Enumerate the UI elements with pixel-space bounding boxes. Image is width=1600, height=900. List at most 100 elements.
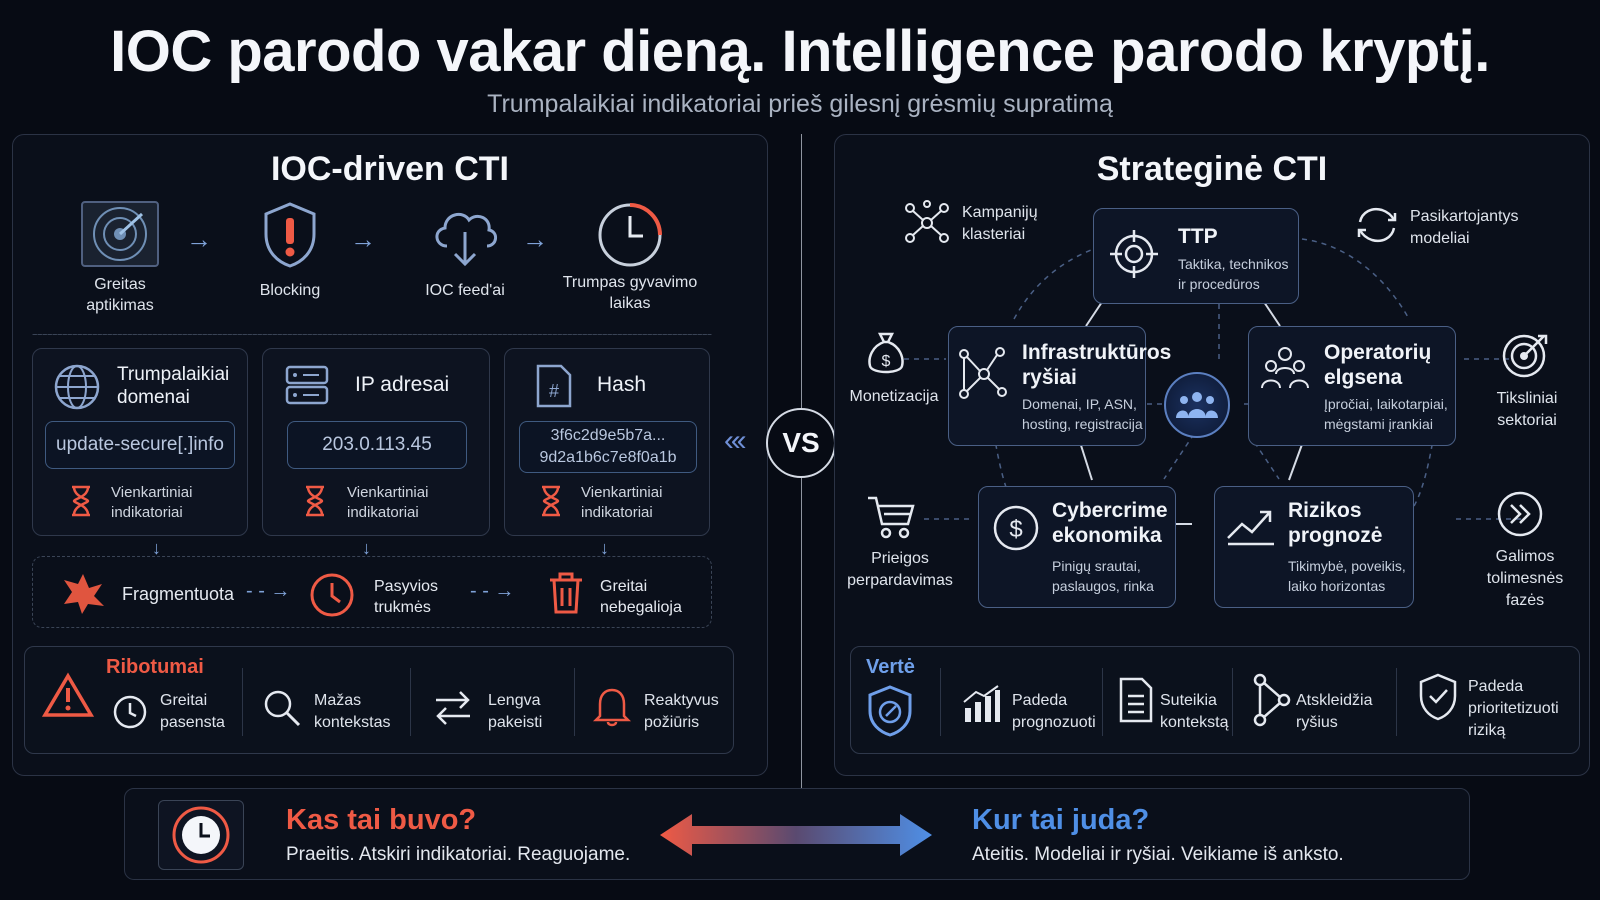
divider: [1232, 668, 1233, 736]
fragment-icon: [64, 574, 104, 614]
past-text: Praeitis. Atskiri indikatoriai. Reaguoja…: [286, 844, 631, 865]
limit-label: Greitai pasensta: [160, 692, 225, 731]
chain-label: Pasyvios trukmės: [374, 578, 439, 616]
side-label: Galimos tolimesnės fazės: [1486, 548, 1564, 609]
crosshair-icon: [1110, 230, 1158, 278]
arrow-icon: →: [350, 224, 376, 254]
value-box: [850, 646, 1580, 754]
domain-value: update-secure[.]info: [45, 421, 235, 469]
past-title: Kas tai buvo?: [286, 804, 477, 836]
target-icon: [1502, 334, 1548, 378]
dashed-arrow-icon: - - →: [470, 580, 515, 602]
future-title: Kur tai juda?: [972, 804, 1150, 836]
hourglass-icon: [72, 485, 90, 517]
clock-icon: [113, 695, 147, 729]
clock-icon: [598, 203, 662, 267]
cart-icon: [868, 496, 915, 539]
arrow-icon: →: [186, 224, 212, 254]
divider: [1102, 668, 1103, 736]
flow-item-lifetime: Trumpas gyvavimo laikas: [560, 200, 700, 320]
group-icon: [1176, 392, 1218, 418]
node-desc: Tikimybė, poveikis, laiko horizontas: [1288, 558, 1406, 594]
hourglass-icon: [306, 485, 324, 517]
flow-item-blocking: Blocking: [235, 200, 345, 310]
node-infrastructure: [948, 326, 1146, 446]
bell-icon: [592, 688, 632, 727]
strategic-panel-title: Strateginė CTI: [1096, 150, 1328, 188]
ioc-panel-title: IOC-driven CTI: [270, 150, 510, 188]
flow-label: Blocking: [259, 282, 321, 299]
arrow-icon: →: [522, 224, 548, 254]
flow-label: IOC feed'ai: [425, 282, 505, 299]
limit-label: Reaktyvus požiūris: [644, 692, 719, 731]
users-icon: [1261, 347, 1309, 389]
card-note: Vienkartiniai indikatoriai: [111, 484, 193, 521]
card-title: Trumpalaikiai domenai: [117, 364, 230, 408]
svg-text:#: #: [549, 381, 559, 401]
hub-node: [1164, 372, 1230, 438]
cloud-download-icon: [435, 212, 497, 267]
divider: [940, 668, 941, 736]
hourglass-icon: [542, 485, 560, 517]
node-title: Infrastruktūros ryšiai: [1022, 341, 1172, 389]
center-divider: [801, 134, 802, 870]
node-title: Rizikos prognozė: [1288, 499, 1383, 547]
future-text: Ateitis. Modeliai ir ryšiai. Veikiame iš…: [972, 844, 1344, 865]
limit-label: Mažas kontekstas: [314, 692, 391, 731]
side-label: Pasikartojantys modeliai: [1410, 208, 1519, 247]
trash-icon: [550, 572, 582, 614]
chain-label: Greitai nebegalioja: [600, 578, 682, 616]
globe-icon: [54, 364, 100, 410]
document-icon: [1119, 677, 1153, 723]
chevrons-left-icon: «‹: [724, 424, 747, 457]
divider: [242, 668, 243, 736]
card-ip: IP adresai 203.0.113.45 Vienkartiniai in…: [262, 348, 490, 536]
node-desc: Pinigų srautai, paslaugos, rinka: [1052, 558, 1154, 594]
shield-check-icon: [868, 685, 912, 737]
value-label: Padeda prioritetizuoti riziką: [1468, 678, 1559, 739]
money-bag-icon: $: [868, 332, 904, 374]
ip-value: 203.0.113.45: [287, 421, 467, 469]
node-title: Operatorių elgsena: [1324, 341, 1432, 389]
dashed-arrow-icon: - - →: [246, 580, 291, 602]
node-desc: Įpročiai, laikotarpiai, mėgstami įrankia…: [1324, 396, 1448, 432]
svg-text:$: $: [1009, 516, 1022, 543]
chain-label: Fragmentuota: [122, 584, 235, 604]
trend-up-icon: [1227, 510, 1274, 546]
side-label: Monetizacija: [849, 388, 939, 405]
node-title: Cybercrime ekonomika: [1052, 499, 1168, 547]
card-hash: # Hash 3f6c2d9e5b7a... 9d2a1b6c7e8f0a1b …: [504, 348, 710, 536]
double-arrow-icon: [660, 814, 932, 856]
node-title: TTP: [1178, 225, 1218, 248]
cycle-icon: [1357, 207, 1397, 243]
node-desc: Taktika, technikos ir procedūros: [1178, 256, 1289, 292]
value-label: Suteikia kontekstą: [1160, 692, 1229, 731]
network-graph-icon: [959, 347, 1007, 399]
node-operators: [1248, 326, 1456, 446]
down-arrow-icon: ↓: [362, 538, 371, 558]
hash-value: 3f6c2d9e5b7a... 9d2a1b6c7e8f0a1b: [519, 421, 697, 473]
vs-badge: VS: [766, 408, 836, 478]
divider: [410, 668, 411, 736]
dollar-coin-icon: $: [993, 505, 1039, 551]
flow-item-feeds: IOC feed'ai: [405, 200, 525, 310]
link-nodes-icon: [1253, 673, 1291, 727]
card-title: IP adresai: [355, 373, 450, 396]
alarm-clock-icon: [172, 806, 230, 864]
shield-alert-icon: [264, 202, 316, 268]
card-note: Vienkartiniai indikatoriai: [581, 484, 663, 521]
svg-text:$: $: [882, 353, 891, 370]
decay-chain: [32, 556, 712, 628]
side-label: Prieigos perpardavimas: [847, 550, 953, 589]
flow-label: Greitas aptikimas: [86, 276, 154, 314]
warning-icon: [42, 672, 94, 717]
indicator-group: [32, 334, 712, 335]
fast-forward-icon: [1497, 491, 1543, 537]
swap-icon: [436, 691, 470, 725]
card-title: Hash: [597, 373, 647, 396]
file-hash-icon: #: [536, 364, 572, 408]
limitations-box: [24, 646, 734, 754]
side-label: Tiksliniai sektoriai: [1496, 390, 1558, 429]
node-desc: Domenai, IP, ASN, hosting, registracija: [1022, 396, 1143, 432]
cluster-icon: [905, 200, 949, 243]
